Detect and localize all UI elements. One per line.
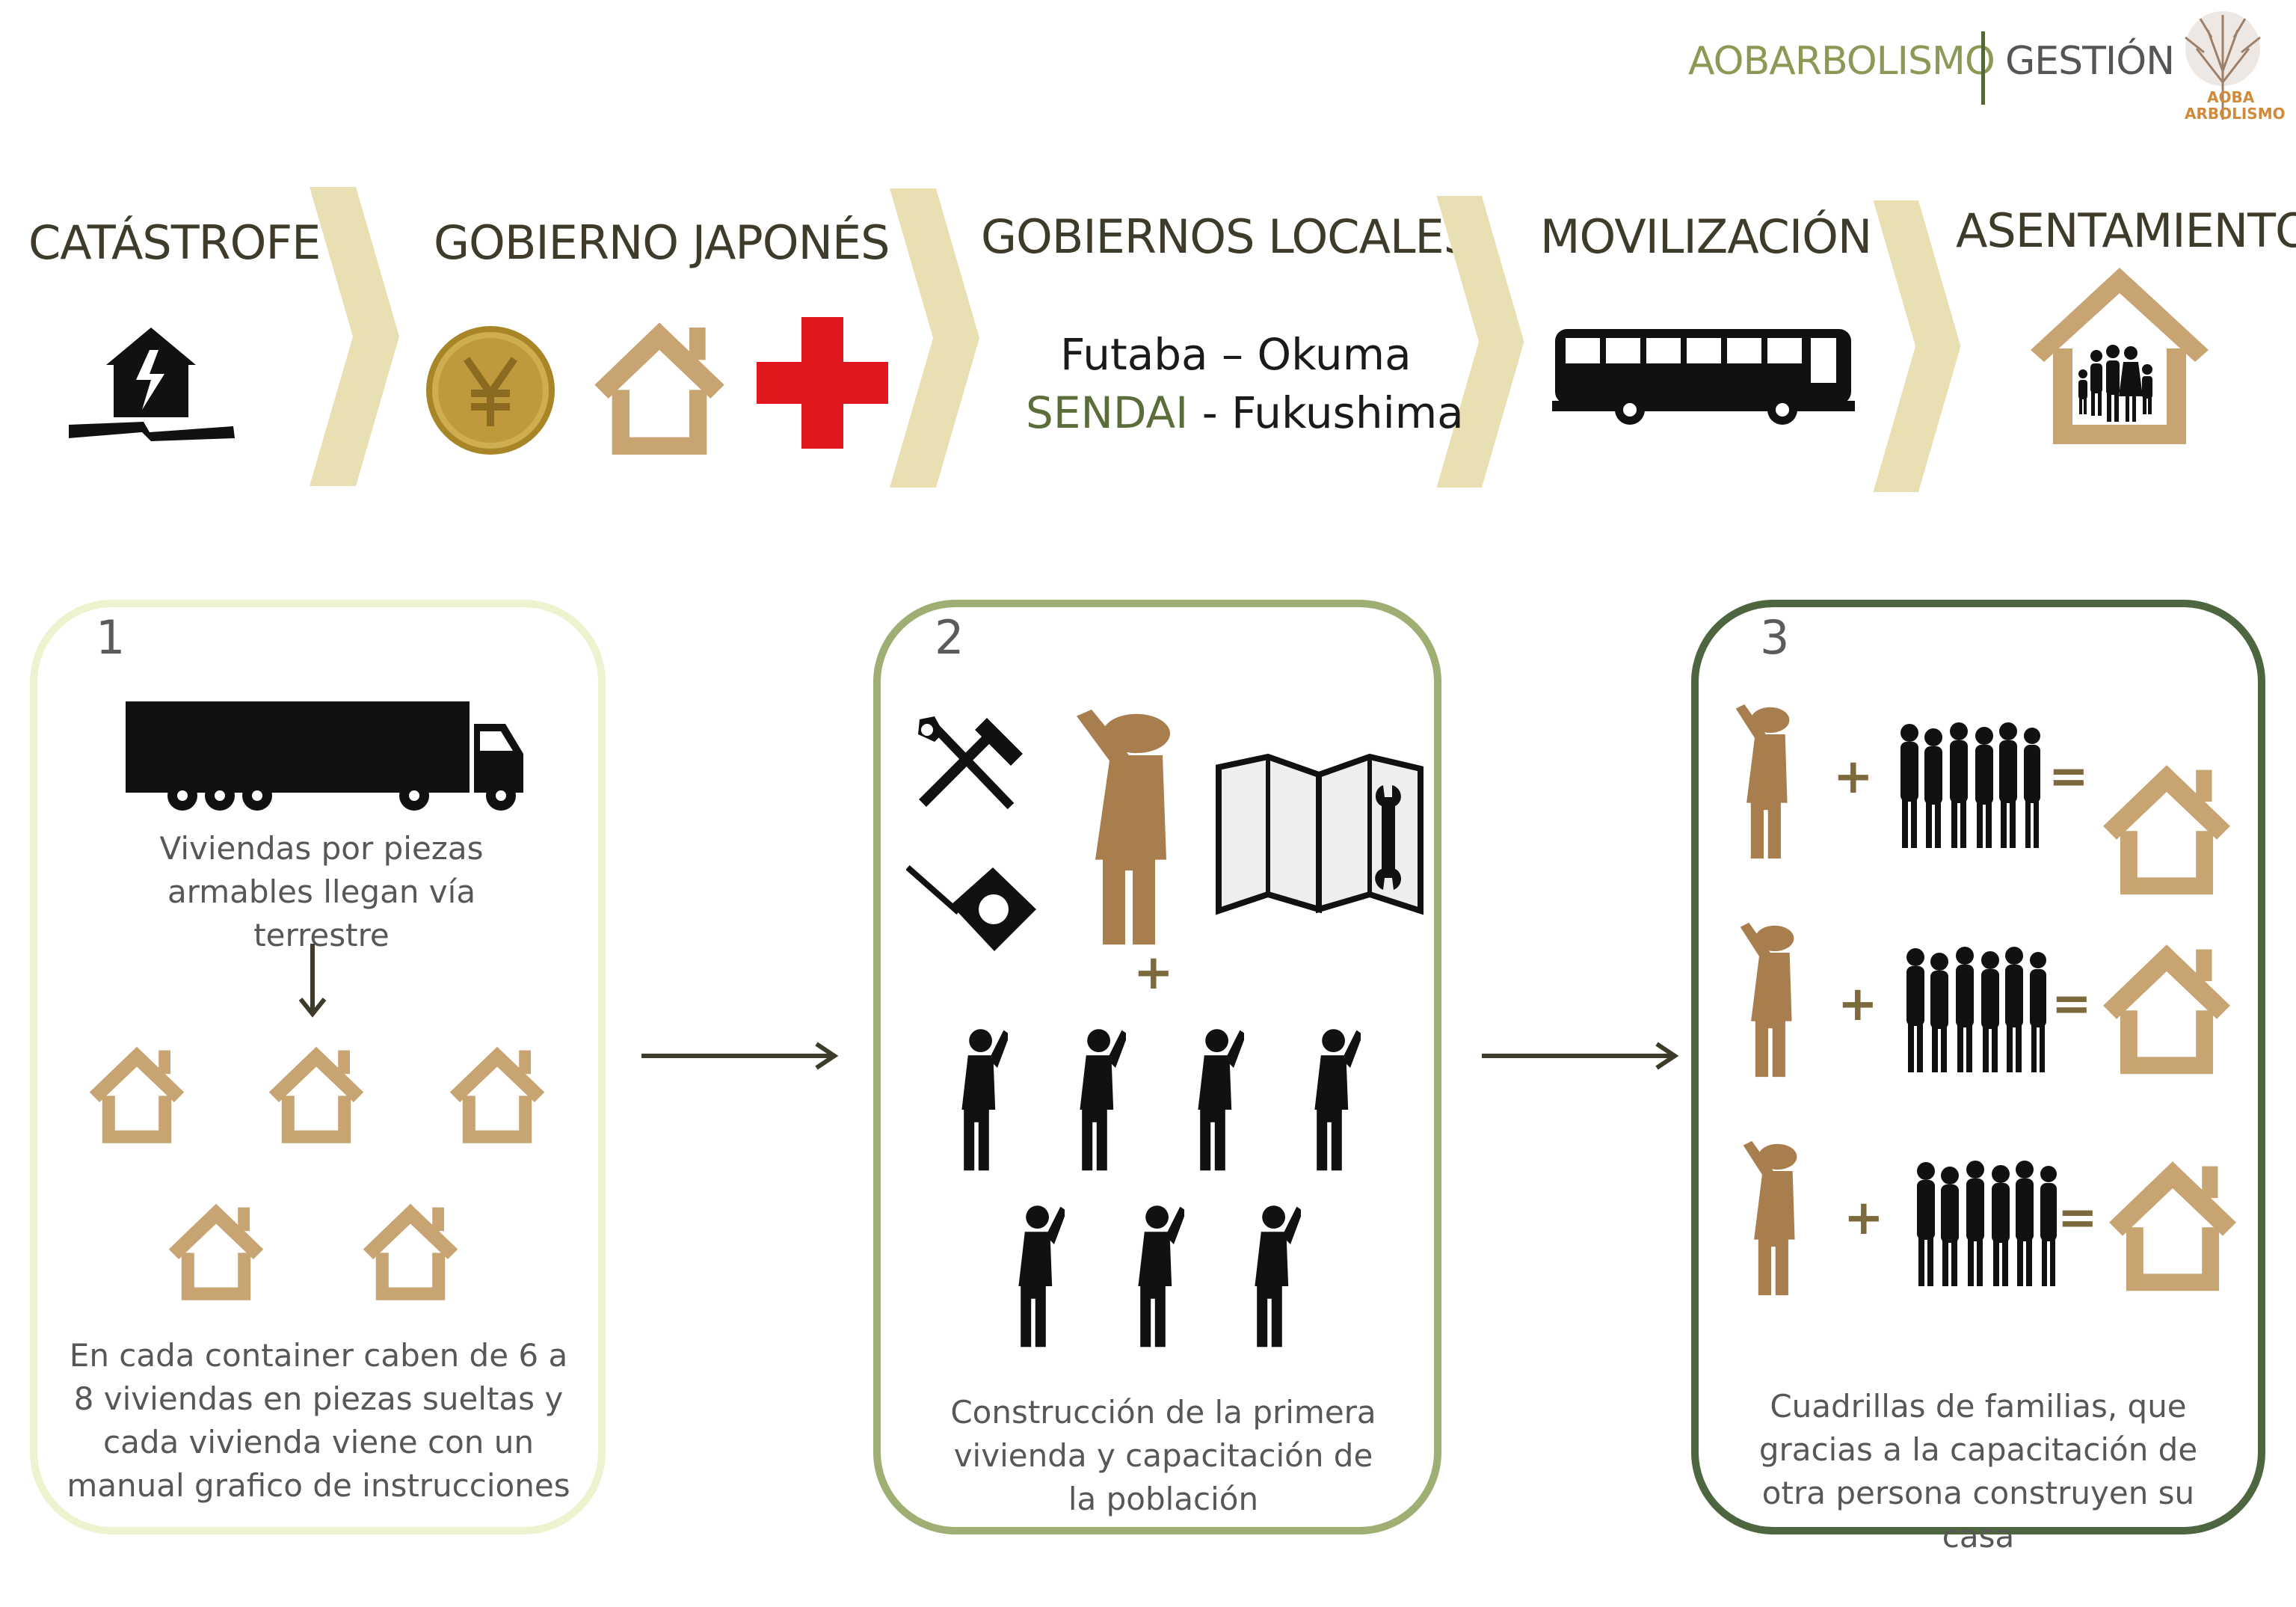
worker-person-icon (1002, 1202, 1065, 1349)
step-japanese-government-label: GOBIERNO JAPONÉS (434, 215, 890, 270)
equals-sign: = (2052, 977, 2092, 1032)
instructor-person-icon (1739, 1140, 1803, 1297)
locals-line-2: SENDAI - Fukushima (1026, 387, 1464, 438)
panel-3 (1691, 600, 2265, 1534)
plus-sign: + (1844, 1190, 1884, 1246)
bus-icon (1552, 329, 1855, 425)
people-group-icon (1895, 718, 2044, 852)
step-catastrophe-label: CATÁSTROFE (28, 215, 321, 270)
flow-chevron-2 (890, 188, 979, 488)
sendai-highlight: SENDAI (1026, 387, 1189, 438)
house-icon (2099, 1152, 2246, 1298)
plus-sign: + (1133, 945, 1174, 1001)
house-icon (2093, 935, 2240, 1081)
right-arrow-icon (1482, 1042, 1679, 1070)
worker-person-icon (1298, 1026, 1361, 1173)
right-arrow-icon (641, 1042, 839, 1070)
brand-primary: AOBARBOLISMO (1688, 39, 1995, 84)
worker-person-icon (945, 1026, 1008, 1173)
locals-line-2-rest: - Fukushima (1188, 387, 1464, 438)
logo-text-1: AOBA (2207, 88, 2255, 106)
flow-chevron-3 (1435, 196, 1525, 488)
people-group-icon (1911, 1156, 2060, 1291)
panel-3-caption: Cuadrillas de familias, que gracias a la… (1758, 1388, 2198, 1555)
yen-coin-icon (426, 326, 555, 455)
flow-chevron-4 (1872, 200, 1962, 492)
panel-1 (30, 600, 606, 1534)
panel-2-number: 2 (935, 610, 964, 665)
panel-1-number: 1 (96, 610, 126, 665)
collapsed-house-icon (69, 328, 235, 441)
red-cross-icon (757, 317, 888, 449)
family-house-icon (2031, 268, 2209, 444)
house-icon (262, 1039, 371, 1149)
instructor-person-icon (1069, 707, 1181, 947)
worker-person-icon (1121, 1202, 1184, 1349)
worker-person-icon (1063, 1026, 1126, 1173)
panel-1-caption-top: Viviendas por piezas armables llegan vía… (159, 830, 484, 953)
brand-divider (1981, 31, 1985, 105)
panel-2-caption: Construcción de la primera vivienda y ca… (950, 1394, 1376, 1517)
manual-book-icon (1216, 753, 1424, 915)
instructor-person-icon (1736, 921, 1800, 1078)
instructor-person-icon (1732, 703, 1796, 860)
logo-text-2: ARBOLISMO (2185, 105, 2286, 123)
panel-1-caption-bottom: En cada container caben de 6 a 8 viviend… (67, 1337, 570, 1504)
tools-icon (918, 716, 1023, 810)
worker-person-icon (1181, 1026, 1244, 1173)
house-icon (2093, 755, 2240, 902)
house-icon (82, 1039, 191, 1149)
panel-3-number: 3 (1760, 610, 1790, 665)
house-icon (161, 1196, 271, 1306)
equals-sign: = (2058, 1190, 2098, 1246)
house-icon (356, 1196, 465, 1306)
flow-chevron-1 (310, 187, 399, 486)
step-settlement-label: ASENTAMIENTO (1956, 203, 2296, 258)
panel-2 (873, 600, 1441, 1534)
worker-person-icon (1238, 1202, 1301, 1349)
plus-sign: + (1833, 749, 1874, 805)
down-arrow-icon (298, 944, 327, 1018)
tape-measure-icon (906, 865, 1036, 951)
step-mobilization-label: MOVILIZACIÓN (1540, 209, 1872, 264)
locals-line-1: Futaba – Okuma (1060, 329, 1412, 380)
tree-logo-icon: AOBA ARBOLISMO (2174, 7, 2286, 127)
equals-sign: = (2049, 749, 2089, 805)
step-local-governments-label: GOBIERNOS LOCALES (981, 209, 1473, 264)
plus-sign: + (1838, 977, 1878, 1032)
house-icon (443, 1039, 552, 1149)
truck-icon (126, 701, 523, 811)
people-group-icon (1900, 942, 2050, 1077)
brand-secondary: GESTIÓN (2005, 39, 2175, 84)
house-icon (585, 313, 734, 462)
